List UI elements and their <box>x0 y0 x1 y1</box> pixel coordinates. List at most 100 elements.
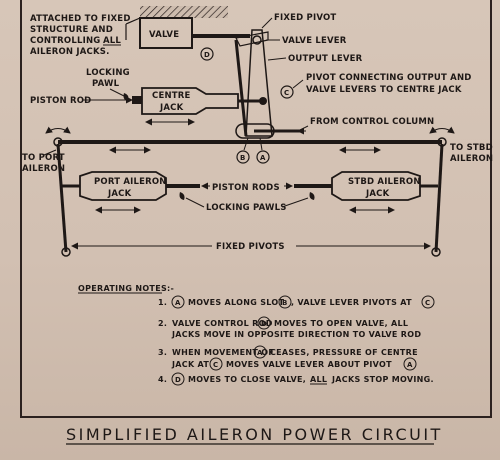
control-column-leader <box>299 125 309 131</box>
valve-label: VALVE <box>149 30 179 40</box>
to-port-label-1: TO PORT <box>22 153 65 163</box>
port-fixed-pivot <box>61 247 71 257</box>
note-4-text-a: MOVES TO CLOSE VALVE, <box>188 375 306 384</box>
note-4-number: 4. <box>158 375 167 384</box>
output-lever-label: OUTPUT LEVER <box>288 54 363 64</box>
note-1-circle-c-letter: C <box>425 299 430 307</box>
to-stbd-label-1: TO STBD <box>450 143 493 153</box>
note-4-circle-d <box>171 372 185 386</box>
stbd-jack-label-1: STBD AILERON <box>348 177 421 187</box>
note-2-text-c: JACKS MOVE IN OPPOSITE DIRECTION TO VALV… <box>171 330 421 339</box>
port-locking-pawl <box>179 192 185 200</box>
note-2-text-a: VALVE CONTROL ROD <box>172 319 273 328</box>
circle-d-top <box>200 47 214 61</box>
note-4-text-b: JACKS STOP MOVING. <box>331 375 434 384</box>
note-3-text-c: JACK AT <box>171 360 209 369</box>
note-3-text-b: CEASES, PRESSURE OF CENTRE <box>270 348 418 357</box>
operating-notes-heading: OPERATING NOTES:- <box>78 284 174 293</box>
valve-lever <box>234 39 248 137</box>
note-3-circle-a2 <box>403 357 417 371</box>
output-lever <box>245 29 273 137</box>
centre-jack-piston-rod <box>132 96 142 104</box>
fixed-pivots-label: FIXED PIVOTS <box>216 242 285 252</box>
attachment-leader <box>125 17 141 40</box>
note-2-circle-d-letter: D <box>261 320 267 328</box>
attached-label-line4: AILERON JACKS. <box>30 47 110 57</box>
fixed-structure-hatch <box>140 6 228 18</box>
note-3-text-d: MOVES VALVE LEVER ABOUT PIVOT <box>226 360 392 369</box>
to-port-leader <box>43 149 57 156</box>
circle-d-top-letter: D <box>204 51 210 59</box>
page-title: SIMPLIFIED AILERON POWER CIRCUIT <box>66 425 443 444</box>
locking-pawl-leader <box>109 88 125 97</box>
circle-c-top <box>280 85 294 99</box>
note-2-circle-d <box>257 316 271 330</box>
stbd-bellcrank <box>434 143 444 253</box>
output-lever-leader <box>267 57 287 61</box>
locking-pawls-leader-right <box>281 197 309 208</box>
pivot-connecting-label-1: PIVOT CONNECTING OUTPUT AND <box>306 73 472 83</box>
note-3-circle-c-letter: C <box>213 361 218 369</box>
port-pivot-top <box>53 137 63 147</box>
stbd-jack-label-2: JACK <box>365 189 390 199</box>
note-1-circle-b-letter: B <box>282 299 288 307</box>
note-2-number: 2. <box>158 319 167 328</box>
port-jack-label-2: JACK <box>107 189 132 199</box>
note-1-circle-b <box>278 295 292 309</box>
note-1-circle-a <box>171 295 185 309</box>
note-3-circle-c <box>209 357 223 371</box>
port-jack-label-1: PORT AILERON <box>94 177 167 187</box>
locking-pawls-leader-left <box>185 197 205 208</box>
attached-label-line1: ATTACHED TO FIXED <box>30 14 131 24</box>
to-port-label-2: AILERON <box>22 164 65 174</box>
centre-jack-cylinder <box>141 87 239 115</box>
stbd-aileron-jack <box>331 171 421 201</box>
fixed-pivot-leader <box>261 17 273 29</box>
note-4-all: ALL <box>310 375 327 384</box>
pivot-connecting-leader <box>292 79 304 89</box>
circle-b <box>236 150 250 164</box>
note-3-number: 3. <box>158 348 167 357</box>
note-4-circle-d-letter: D <box>175 376 181 384</box>
locking-pawl-label-2: PAWL <box>92 79 120 89</box>
note-1-text-b: , VALVE LEVER PIVOTS AT <box>291 298 412 307</box>
attached-label-line2: STRUCTURE AND <box>30 25 113 35</box>
to-stbd-label-2: AILERON <box>450 154 493 164</box>
pivot-connecting-label-2: VALVE LEVERS TO CENTRE JACK <box>306 85 462 95</box>
note-1-number: 1. <box>158 298 167 307</box>
stbd-fixed-pivot <box>431 247 441 257</box>
circle-c-top-letter: C <box>284 89 289 97</box>
from-control-column-label: FROM CONTROL COLUMN <box>310 117 434 127</box>
piston-rod-label: PISTON ROD <box>30 96 91 106</box>
circle-b-letter: B <box>240 154 246 162</box>
note-3-circle-a <box>253 345 267 359</box>
note-3-text-a: WHEN MOVEMENT OF <box>172 348 274 357</box>
fixed-pivot-label: FIXED PIVOT <box>274 13 336 23</box>
centre-jack-label-1: CENTRE <box>152 91 191 101</box>
stbd-locking-pawl <box>309 192 315 200</box>
diagram-frame <box>20 0 492 418</box>
valve-lever-label: VALVE LEVER <box>282 36 347 46</box>
note-1-circle-a-letter: A <box>175 299 181 307</box>
circle-a <box>256 150 270 164</box>
piston-rods-label: PISTON RODS <box>212 183 280 193</box>
fixed-pivot <box>252 35 262 45</box>
locking-pawl-label-1: LOCKING <box>86 68 130 78</box>
circle-a-letter: A <box>260 154 266 162</box>
stbd-pivot-top <box>437 137 447 147</box>
valve-box <box>139 17 193 49</box>
port-aileron-jack <box>79 171 167 201</box>
note-3-circle-a2-letter: A <box>407 361 413 369</box>
stbd-rotation-arrow <box>429 126 455 134</box>
note-1-text-a: MOVES ALONG SLOT <box>188 298 284 307</box>
attached-label-line3: CONTROLLING <box>30 36 100 46</box>
centre-jack-label-2: JACK <box>159 103 184 113</box>
note-1-circle-c <box>421 295 435 309</box>
locking-pawls-label: LOCKING PAWLS <box>206 203 287 213</box>
attached-label-all: ALL <box>103 36 121 46</box>
note-3-circle-a-letter: A <box>257 349 263 357</box>
port-bellcrank <box>56 143 68 253</box>
note-2-text-b: MOVES TO OPEN VALVE, ALL <box>274 319 408 328</box>
